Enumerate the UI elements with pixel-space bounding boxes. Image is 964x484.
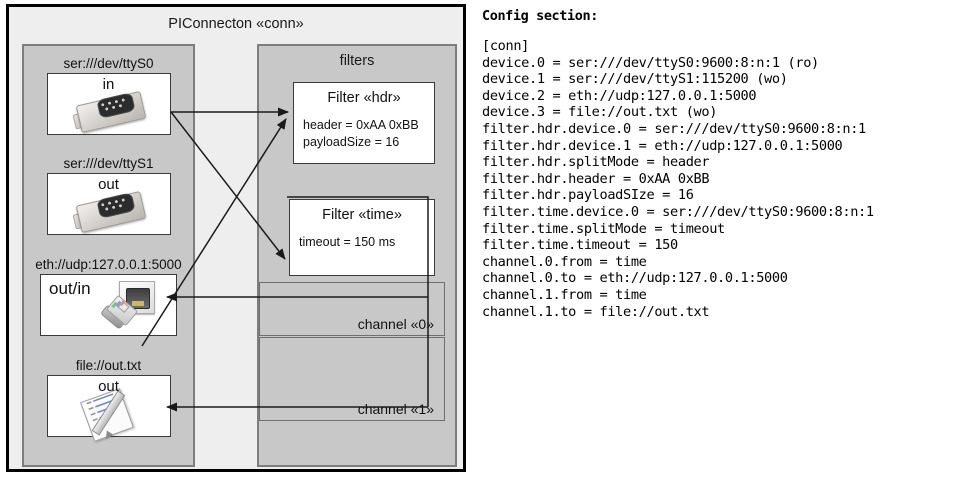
device-box-file[interactable]: out [46,375,171,442]
device-direction-eth: out/in [49,279,91,298]
ethernet-rj45-icon [100,281,171,335]
device-label-eth: eth://udp:127.0.0.1:5000 [35,257,182,272]
config-heading: Config section: [482,8,598,24]
channel-label-1: channel «1» [357,401,434,417]
device-box-ttys1[interactable]: out [46,173,171,235]
filter-box-time[interactable]: Filter «time» timeout = 150 ms [289,199,435,276]
serial-connector-icon [72,88,150,134]
device-label-ttys1: ser:///dev/ttyS1 [63,156,154,171]
filters-group: filters Filter «hdr» header = 0xAA 0xBB … [257,44,457,467]
channel-label-0: channel «0» [357,316,434,332]
device-label-file: file://out.txt [75,358,142,373]
device-direction-ttys1: out [98,176,119,193]
text-document-icon [79,388,144,442]
device-box-ttys0[interactable]: in [46,73,171,135]
filter-box-hdr[interactable]: Filter «hdr» header = 0xAA 0xBB payloadS… [293,82,435,164]
device-item-ttys0[interactable]: ser:///dev/ttyS0 in [24,56,193,135]
diagram-title: PIConnecton «conn» [168,16,304,32]
filter-attr-payloadsize: payloadSize = 16 [303,135,400,149]
filter-attr-header: header = 0xAA 0xBB [303,118,419,132]
filter-title-hdr: Filter «hdr» [327,90,401,106]
device-box-eth[interactable]: out/in [40,274,177,336]
channel-band-0: channel «0» [259,282,445,336]
device-item-ttys1[interactable]: ser:///dev/ttyS1 out [24,156,193,235]
config-section: Config section: [conn] device.0 = ser://… [482,8,960,320]
filter-title-time: Filter «time» [322,207,402,223]
channel-band-1: channel «1» [259,337,445,421]
device-direction-file: out [98,378,119,395]
filters-group-title: filters [339,53,375,69]
device-item-eth[interactable]: eth://udp:127.0.0.1:5000 out/in [24,257,193,336]
serial-connector-icon [72,188,150,234]
config-text: [conn] device.0 = ser:///dev/ttyS0:9600:… [482,38,874,320]
device-label-ttys0: ser:///dev/ttyS0 [63,56,154,71]
device-item-file[interactable]: file://out.txt out [24,358,193,442]
filter-attr-timeout: timeout = 150 ms [299,235,396,249]
device-direction-ttys0: in [102,76,115,93]
devices-group: ser:///dev/ttyS0 in ser:///dev/ttyS1 out [22,44,195,467]
connection-diagram: PIConnecton «conn» ser:///dev/ttyS0 in [6,4,466,472]
